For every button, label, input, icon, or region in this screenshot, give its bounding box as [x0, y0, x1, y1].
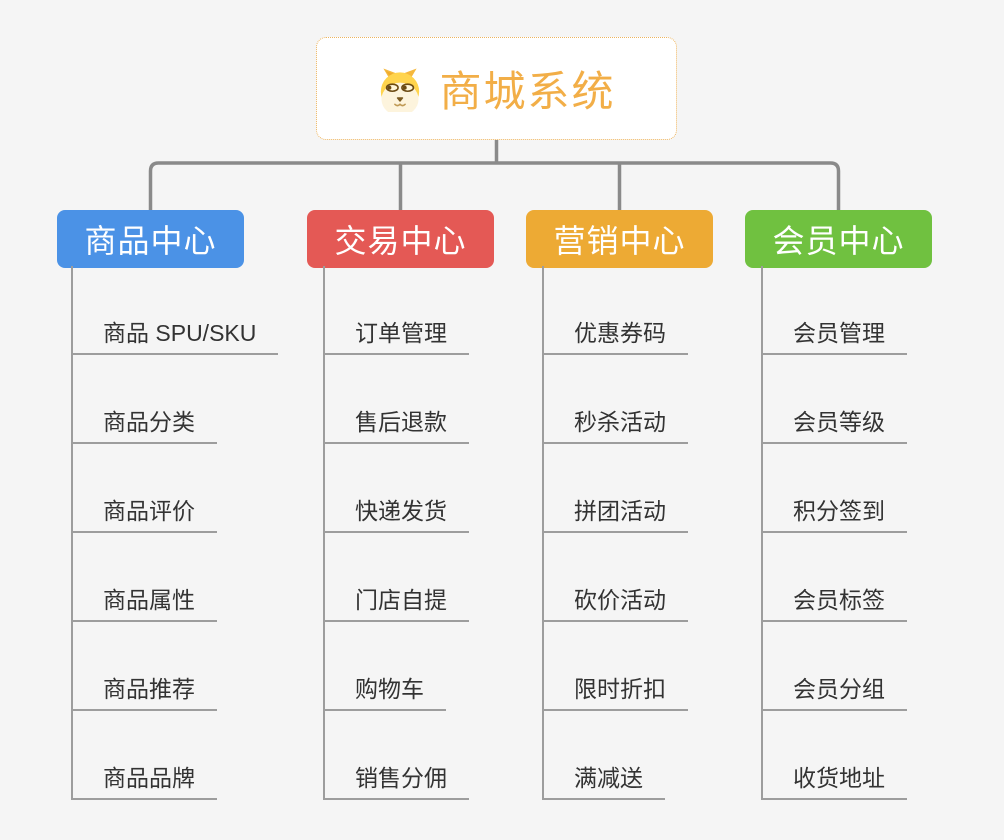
branch-items-product: 商品 SPU/SKU 商品分类 商品评价 商品属性 商品推荐 商品品牌	[71, 266, 279, 800]
branch-node-marketing-center[interactable]: 营销中心	[526, 210, 713, 268]
mindmap-node-item[interactable]: 商品品牌	[71, 711, 217, 800]
root-node[interactable]: 商城系统	[316, 37, 677, 140]
mindmap-node-item[interactable]: 购物车	[323, 622, 446, 711]
mindmap-node-item[interactable]: 会员管理	[761, 266, 907, 355]
branch-items-marketing: 优惠券码 秒杀活动 拼团活动 砍价活动 限时折扣 满减送	[542, 266, 688, 800]
mindmap-node-item[interactable]: 商品分类	[71, 355, 217, 444]
mindmap-node-item[interactable]: 商品评价	[71, 444, 217, 533]
mindmap-node-item[interactable]: 优惠券码	[542, 266, 688, 355]
branch-node-trade-center[interactable]: 交易中心	[307, 210, 494, 268]
doge-icon	[377, 66, 423, 112]
branch-node-product-center[interactable]: 商品中心	[57, 210, 244, 268]
root-node-label: 商城系统	[439, 68, 616, 115]
branch-items-trade: 订单管理 售后退款 快递发货 门店自提 购物车 销售分佣	[323, 266, 469, 800]
mindmap-node-item[interactable]: 订单管理	[323, 266, 469, 355]
mindmap-node-item[interactable]: 商品推荐	[71, 622, 217, 711]
mindmap-node-item[interactable]: 限时折扣	[542, 622, 688, 711]
bus-line	[148, 161, 841, 210]
branch-items-member: 会员管理 会员等级 积分签到 会员标签 会员分组 收货地址	[761, 266, 907, 800]
mindmap-node-item[interactable]: 门店自提	[323, 533, 469, 622]
mindmap-node-item[interactable]: 拼团活动	[542, 444, 688, 533]
branch-node-member-center[interactable]: 会员中心	[745, 210, 932, 268]
mindmap-node-item[interactable]: 售后退款	[323, 355, 469, 444]
connector-group	[148, 140, 841, 210]
mindmap-node-item[interactable]: 快递发货	[323, 444, 469, 533]
mindmap-node-item[interactable]: 商品 SPU/SKU	[71, 266, 279, 355]
mindmap-node-item[interactable]: 商品属性	[71, 533, 217, 622]
mindmap-node-item[interactable]: 砍价活动	[542, 533, 688, 622]
mindmap-node-item[interactable]: 会员等级	[761, 355, 907, 444]
mindmap-node-item[interactable]: 销售分佣	[323, 711, 469, 800]
mindmap-node-item[interactable]: 秒杀活动	[542, 355, 688, 444]
mindmap-node-item[interactable]: 满减送	[542, 711, 665, 800]
mindmap-node-item[interactable]: 会员分组	[761, 622, 907, 711]
mindmap-node-item[interactable]: 收货地址	[761, 711, 907, 800]
mindmap-node-item[interactable]: 会员标签	[761, 533, 907, 622]
mindmap-node-item[interactable]: 积分签到	[761, 444, 907, 533]
